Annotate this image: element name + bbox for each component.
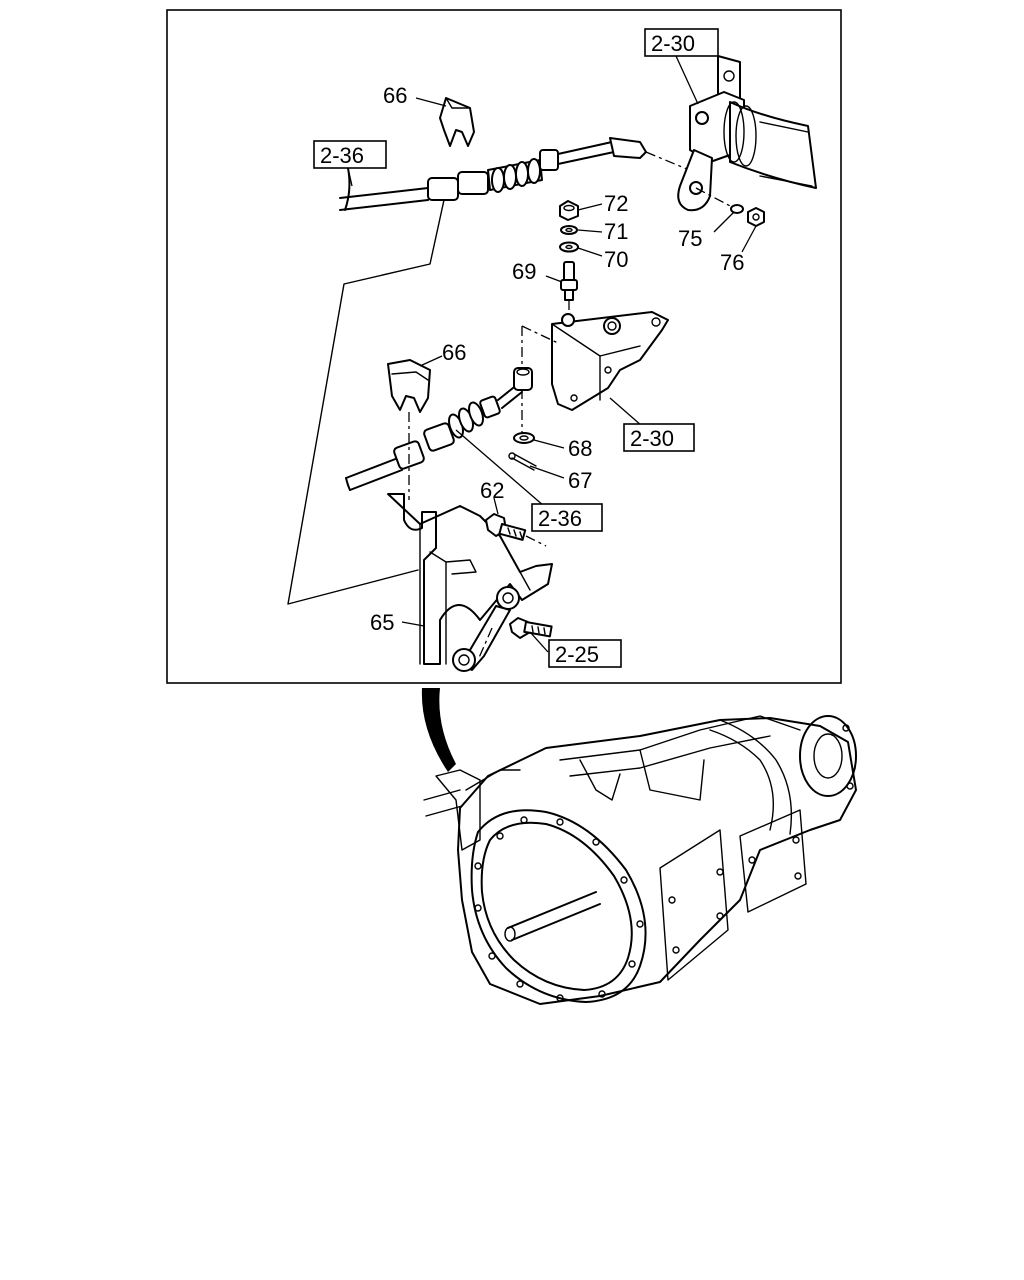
callout-69: 69 [512, 259, 536, 284]
detail-frame [166, 9, 842, 684]
svg-text:2-30: 2-30 [651, 31, 695, 56]
svg-text:2-36: 2-36 [320, 143, 364, 168]
callout-62: 62 [480, 478, 504, 503]
callout-76: 76 [720, 250, 744, 275]
washer-75 [730, 204, 744, 214]
detail-pointer-arrow [421, 688, 456, 772]
washer-70 [559, 241, 579, 253]
reference-2-30-bottom: 2-30 [623, 423, 695, 452]
retaining-clip-lower [387, 359, 431, 413]
retaining-clip-upper [439, 97, 475, 147]
lever-bracket [551, 311, 669, 411]
reference-2-36-top: 2-36 [313, 140, 387, 169]
transmission-assembly [423, 715, 857, 1005]
reference-2-25: 2-25 [548, 639, 622, 668]
stud-69 [560, 261, 578, 301]
reference-2-36-bottom: 2-36 [531, 503, 603, 532]
callout-68: 68 [568, 436, 592, 461]
callout-66-lower: 66 [442, 340, 466, 365]
callout-75: 75 [678, 226, 702, 251]
washer-68 [513, 432, 535, 444]
svg-text:2-36: 2-36 [538, 506, 582, 531]
bolt-62 [485, 513, 527, 541]
svg-text:2-25: 2-25 [555, 642, 599, 667]
nut-72 [559, 200, 579, 221]
reference-2-30-top: 2-30 [644, 28, 719, 57]
bolt-2-25 [509, 617, 553, 639]
nut-76 [747, 207, 765, 227]
callout-71: 71 [604, 219, 628, 244]
callout-67: 67 [568, 468, 592, 493]
cotter-pin-67 [508, 452, 537, 471]
callout-66-upper: 66 [383, 83, 407, 108]
shift-lever-shaft [677, 55, 817, 212]
callout-72: 72 [604, 191, 628, 216]
washer-71 [560, 225, 578, 235]
upper-shift-cable [339, 137, 647, 211]
callout-65: 65 [370, 610, 394, 635]
leader-lines [347, 55, 757, 653]
mounting-bracket [387, 493, 553, 672]
callout-70: 70 [604, 247, 628, 272]
svg-text:2-30: 2-30 [630, 426, 674, 451]
